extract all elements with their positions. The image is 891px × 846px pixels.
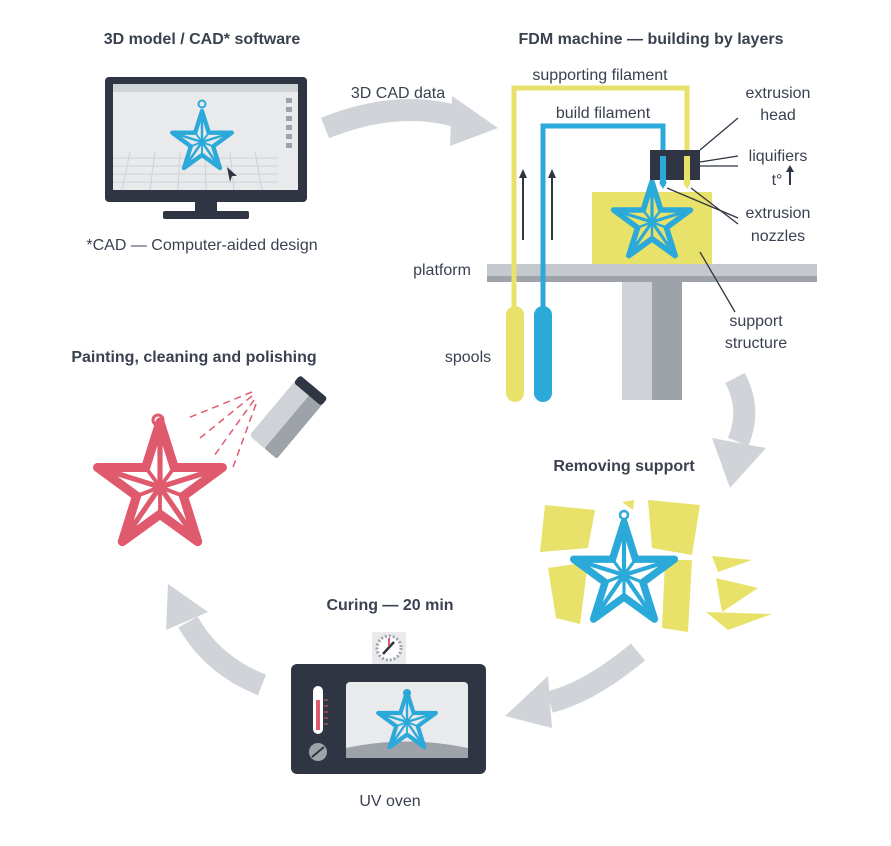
toolbar-icons [286,98,292,148]
star-hook [197,99,207,109]
fdm-machine [487,85,817,402]
cad-data-arrow-label: 3D CAD data [351,85,445,102]
support-fragments [540,500,772,632]
feed-arrow-icon [519,169,556,240]
extrusion-nozzles-label-2: nozzles [751,228,805,245]
dial-knob-icon [309,743,327,761]
cad-footnote: *CAD — Computer-aided design [86,237,317,254]
star-hook [151,413,165,427]
painting-title: Painting, cleaning and polishing [71,349,316,366]
arrow-fdm-to-removing [712,372,766,488]
cursor-icon [227,167,237,182]
spray-mist [187,391,257,471]
painted-star [98,422,223,542]
liquifiers-label: liquifiers [749,148,808,165]
support-structure-label: support [729,313,783,330]
cad-monitor [105,77,307,219]
painting-illustration [98,376,327,542]
removing-title: Removing support [553,458,695,475]
leader-lines [666,117,739,313]
screen-grid [113,151,278,191]
extrusion-nozzles-label: extrusion [746,205,811,222]
uv-oven [291,632,486,774]
temperature-label: t° [772,172,783,189]
build-filament-label: build filament [556,105,651,122]
temperature-up-icon [786,165,794,185]
machine-pillar-light [622,282,652,400]
fdm-title: FDM machine — building by layers [519,31,784,48]
thermometer-icon [313,686,328,734]
timer-icon [372,632,406,664]
uv-oven-label: UV oven [359,793,420,810]
star-hook [618,509,630,521]
arrow-removing-to-oven [505,643,646,728]
extrusion-head-label: extrusion [746,85,811,102]
yellow-spool [506,306,524,402]
supporting-filament-line [511,85,690,312]
spools-label: spools [445,349,491,366]
spray-can-icon [250,376,327,458]
arrow-cad-to-fdm [320,96,498,146]
extrusion-head [650,150,700,180]
blue-spool [534,306,552,402]
cad-title: 3D model / CAD* software [104,31,301,48]
arrow-oven-to-painting [166,584,267,696]
platform-label: platform [413,262,471,279]
extrusion-head-label-2: head [760,107,796,124]
supporting-filament-label: supporting filament [532,67,668,84]
curing-title: Curing — 20 min [326,597,453,614]
machine-pillar-dark [652,282,682,400]
support-structure-label-2: structure [725,335,787,352]
removing-support-illustration [540,500,772,632]
